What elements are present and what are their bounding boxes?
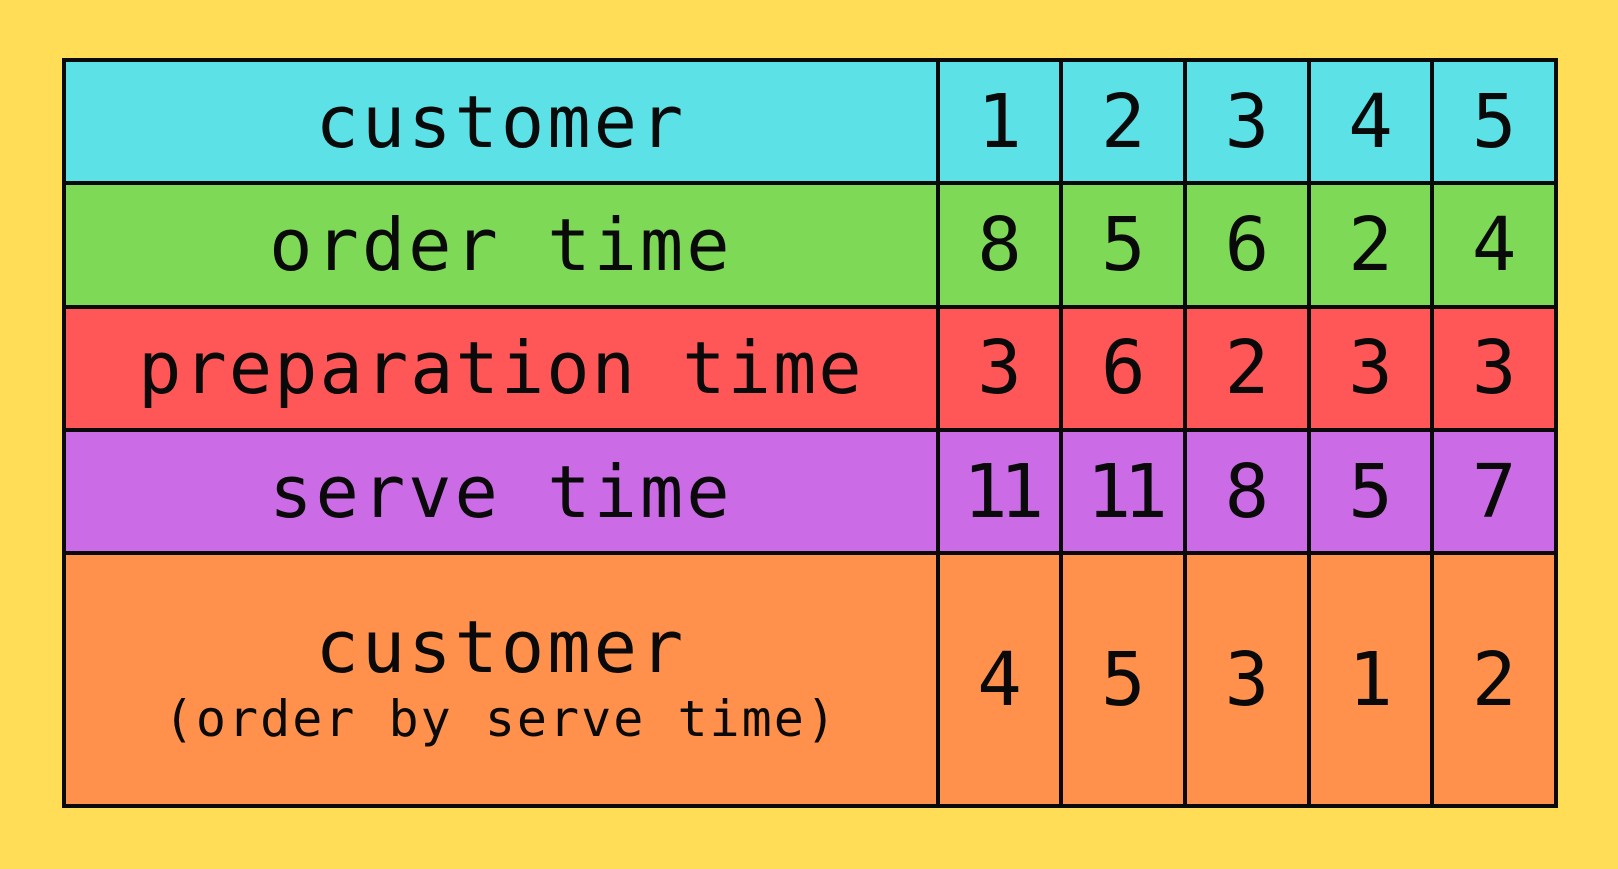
order-time-cell-5: 4 (1430, 181, 1558, 309)
customer-row: customer 1 2 3 4 5 (62, 57, 1558, 186)
served-order-title: customer (315, 604, 687, 689)
serve-time-cell-4: 5 (1306, 427, 1435, 556)
row-label-served-order: customer (order by serve time) (62, 551, 940, 808)
serve-time-row: serve time 11 11 8 5 7 (62, 427, 1558, 556)
serve-time-cell-3: 8 (1183, 427, 1311, 556)
preparation-time-cell-5: 3 (1430, 304, 1558, 432)
preparation-time-cell-3: 2 (1183, 304, 1311, 432)
served-order-cell-3: 3 (1183, 551, 1311, 808)
serve-time-cell-5: 7 (1430, 427, 1558, 556)
served-order-cell-5: 2 (1430, 551, 1558, 808)
customer-cell-1: 1 (935, 57, 1064, 186)
customer-cell-2: 2 (1059, 57, 1188, 186)
row-label-preparation-time: preparation time (62, 304, 940, 432)
customer-cell-4: 4 (1306, 57, 1435, 186)
customer-cell-3: 3 (1183, 57, 1311, 186)
order-time-cell-1: 8 (935, 181, 1064, 309)
preparation-time-cell-1: 3 (935, 304, 1064, 432)
order-time-cell-3: 6 (1183, 181, 1311, 309)
customer-serve-order-table: customer 1 2 3 4 5 order time 8 5 6 2 4 … (62, 57, 1558, 808)
order-time-cell-4: 2 (1306, 181, 1435, 309)
preparation-time-row: preparation time 3 6 2 3 3 (62, 304, 1558, 432)
served-order-row: customer (order by serve time) 4 5 3 1 2 (62, 551, 1558, 808)
serve-time-cell-1: 11 (935, 427, 1064, 556)
served-order-cell-2: 5 (1059, 551, 1188, 808)
served-order-subtitle: (order by serve time) (163, 689, 838, 748)
served-order-cell-4: 1 (1306, 551, 1435, 808)
preparation-time-cell-2: 6 (1059, 304, 1188, 432)
row-label-order-time: order time (62, 181, 940, 309)
serve-time-cell-2: 11 (1059, 427, 1188, 556)
row-label-serve-time: serve time (62, 427, 940, 556)
served-order-cell-1: 4 (935, 551, 1064, 808)
row-label-customer: customer (62, 57, 940, 186)
customer-cell-5: 5 (1430, 57, 1558, 186)
order-time-cell-2: 5 (1059, 181, 1188, 309)
order-time-row: order time 8 5 6 2 4 (62, 181, 1558, 309)
preparation-time-cell-4: 3 (1306, 304, 1435, 432)
